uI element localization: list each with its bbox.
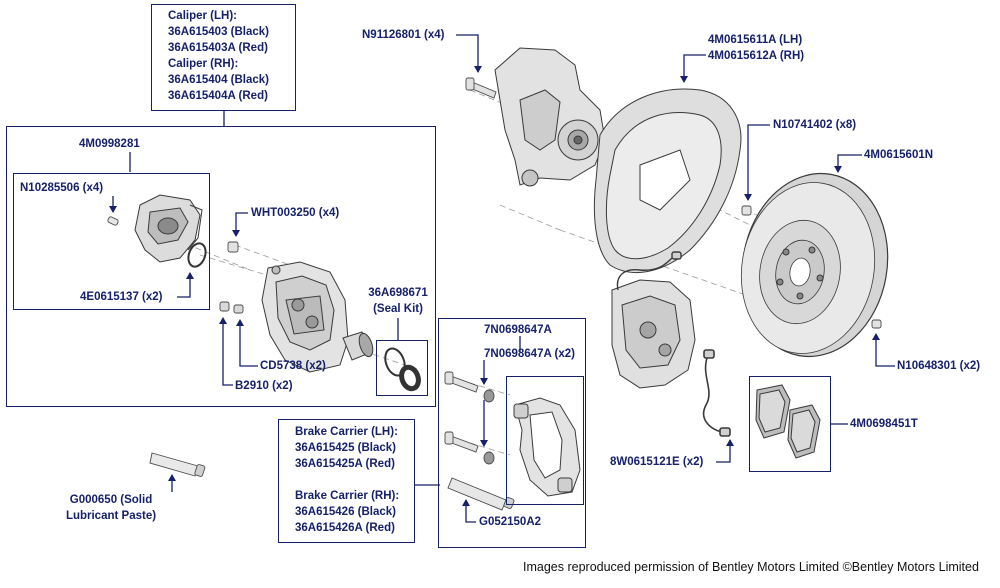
piston-part [342,331,374,361]
dust-shield-lh: 4M0615611A (LH) [708,34,803,46]
disc-screw-part [871,319,882,329]
caliper-line: 36A615403 (Black) [168,26,270,38]
bleed-bolt-part [107,216,119,226]
brake-carrier-part [513,397,581,497]
label-dust-shield: 4M0615611A (LH) 4M0615612A (RH) [708,32,804,64]
caliper-line: 36A615403A (Red) [168,42,268,54]
label-4m0998281: 4M0998281 [79,138,140,150]
seal-kit-caption: (Seal Kit) [373,303,423,315]
caliper-line: 36A615404A (Red) [168,90,268,102]
label-cd5738: CD5738 (x2) [260,360,326,372]
caliper-part-numbers-box: Caliper (LH): 36A615403 (Black) 36A61540… [151,4,296,111]
caliper-line: 36A615404 (Black) [168,74,270,86]
label-n91126801: N91126801 (x4) [362,29,445,41]
label-wht003250: WHT003250 (x4) [251,207,340,219]
bleed-screw-parts [219,301,244,314]
dust-shield-part [593,88,742,274]
sensor-cable-top-part [616,251,682,291]
caliper-bolt-part [227,241,239,253]
carrier-bolts-part [444,371,495,465]
brake-pads-box [749,376,831,472]
label-brake-disc: 4M0615601N [864,149,934,161]
hub-knuckle-part [494,47,606,187]
caliper-piston-housing-part [134,194,203,263]
label-n10648301: N10648301 (x2) [897,360,981,372]
caliper-group-box [6,126,436,407]
seal-kit-box [376,340,428,396]
label-n10285506: N10285506 (x4) [20,182,104,194]
caliper-body-part [261,261,349,373]
brake-disc-part [740,172,889,358]
carrier-line: Brake Carrier (RH): [295,490,400,502]
carrier-line [295,472,414,488]
seal-kit-part-number: 36A698671 [368,287,428,299]
label-brake-pads: 4M0698451T [850,418,918,430]
label-seal-kit: 36A698671 (Seal Kit) [362,285,434,317]
carrier-inner-box [506,376,584,505]
shield-bolt-part [741,205,752,216]
label-carrier-kit: 7N0698647A [484,324,552,336]
wear-sensor-part [702,349,731,437]
lubricant-line: Lubricant Paste) [65,510,157,522]
hub-bolt-part [465,77,497,99]
brake-pads-part [755,384,821,459]
caliper-line: Caliper (RH): [168,58,239,70]
carrier-line: 36A615425A (Red) [295,458,395,470]
label-lubricant-paste: G000650 (Solid Lubricant Paste) [48,492,174,524]
seal-kit-rings-part [384,347,421,392]
carrier-line: Brake Carrier (LH): [295,426,398,438]
label-4e0615137: 4E0615137 (x2) [80,291,163,303]
lubricant-line: G000650 (Solid [69,494,153,506]
lubricant-paste-tube-part [149,452,206,477]
carrier-line: 36A615426A (Red) [295,522,395,534]
brake-carrier-part-numbers-box: Brake Carrier (LH): 36A615425 (Black) 36… [278,419,415,543]
carrier-group-box [438,318,586,548]
dust-shield-rh: 4M0615612A (RH) [708,50,805,62]
label-carrier-bolt: 7N0698647A (x2) [484,348,575,360]
leader-lines [109,34,895,523]
caliper-line: Caliper (LH): [168,10,237,22]
assembled-caliper-part [611,279,696,389]
o-ring-part [187,242,207,268]
label-n10741402: N10741402 (x8) [773,119,857,131]
label-b2910: B2910 (x2) [235,380,293,392]
label-wear-sensor: 8W0615121E (x2) [610,456,704,468]
copyright-notice: Images reproduced permission of Bentley … [523,560,979,574]
label-g052150a2: G052150A2 [479,516,542,528]
piston-housing-group-box [13,173,210,310]
carrier-line: 36A615425 (Black) [295,442,397,454]
carrier-line: 36A615426 (Black) [295,506,397,518]
